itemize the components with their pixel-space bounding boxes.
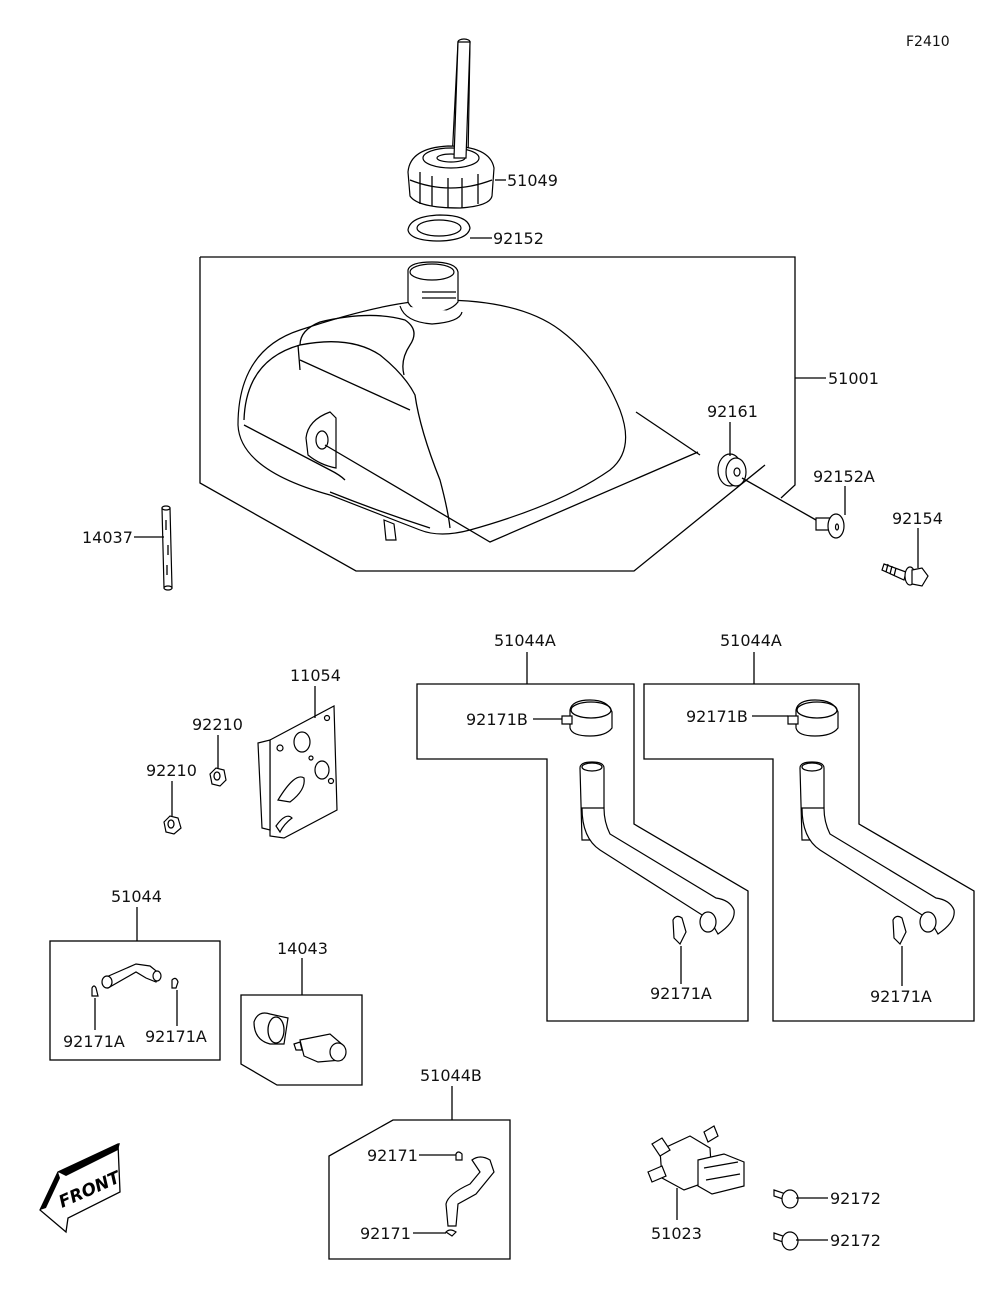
label-14037[interactable]: 14037: [82, 528, 133, 547]
hose-a2-drawing: [787, 699, 955, 946]
hose-b-box: [328, 1119, 511, 1260]
label-92172-1[interactable]: 92172: [830, 1189, 881, 1208]
label-92171A-left[interactable]: 92171A: [63, 1032, 125, 1051]
screw-2-drawing: [773, 1231, 799, 1251]
label-92210-lower[interactable]: 92210: [146, 761, 197, 780]
fuel-cock-drawing: [647, 1125, 745, 1195]
label-92171A-a1[interactable]: 92171A: [650, 984, 712, 1003]
label-51049[interactable]: 51049: [507, 171, 558, 190]
front-arrow-icon: FRONT: [39, 1142, 125, 1234]
label-14043[interactable]: 14043: [277, 939, 328, 958]
tank-group-outline-top: [200, 256, 796, 499]
label-51001[interactable]: 51001: [828, 369, 879, 388]
bolt-drawing: [881, 563, 929, 587]
label-92171A-a2[interactable]: 92171A: [870, 987, 932, 1006]
hose-a2-box: [643, 683, 975, 1022]
fuel-filter-box: [240, 994, 363, 1086]
fuel-tank-drawing: [237, 261, 701, 543]
label-11054[interactable]: 11054: [290, 666, 341, 685]
label-51023[interactable]: 51023: [651, 1224, 702, 1243]
hose-b-drawing: [445, 1151, 495, 1237]
damper-drawing: [717, 453, 817, 521]
label-92172-2[interactable]: 92172: [830, 1231, 881, 1250]
hose-set-drawing: [91, 963, 179, 997]
label-51044A-1[interactable]: 51044A: [494, 631, 556, 650]
label-92210-upper[interactable]: 92210: [192, 715, 243, 734]
label-51044B[interactable]: 51044B: [420, 1066, 482, 1085]
label-92171B-2[interactable]: 92171B: [686, 707, 748, 726]
label-51044[interactable]: 51044: [111, 887, 162, 906]
hose-a1-drawing: [561, 699, 735, 946]
screw-1-drawing: [773, 1189, 799, 1209]
label-92161[interactable]: 92161: [707, 402, 758, 421]
cap-gasket-drawing: [407, 214, 471, 242]
label-92171-top[interactable]: 92171: [367, 1146, 418, 1165]
tank-group-outline-bottom: [199, 257, 766, 572]
hose-set-box: [49, 940, 221, 1061]
filler-cap-drawing: [407, 38, 495, 209]
breather-tube-drawing: [161, 505, 173, 591]
nut-upper-drawing: [209, 767, 227, 787]
label-92171B-1[interactable]: 92171B: [466, 710, 528, 729]
hose-a1-box: [416, 683, 749, 1022]
collar-drawing: [815, 513, 845, 539]
label-92171-bottom[interactable]: 92171: [360, 1224, 411, 1243]
bracket-drawing: [257, 705, 338, 839]
label-92152A[interactable]: 92152A: [813, 467, 875, 486]
nut-lower-drawing: [163, 815, 182, 835]
label-92152[interactable]: 92152: [493, 229, 544, 248]
label-92154[interactable]: 92154: [892, 509, 943, 528]
figure-code: F2410: [906, 34, 950, 50]
label-51044A-2[interactable]: 51044A: [720, 631, 782, 650]
label-92171A-right[interactable]: 92171A: [145, 1027, 207, 1046]
fuel-filter-drawing: [253, 1012, 347, 1063]
